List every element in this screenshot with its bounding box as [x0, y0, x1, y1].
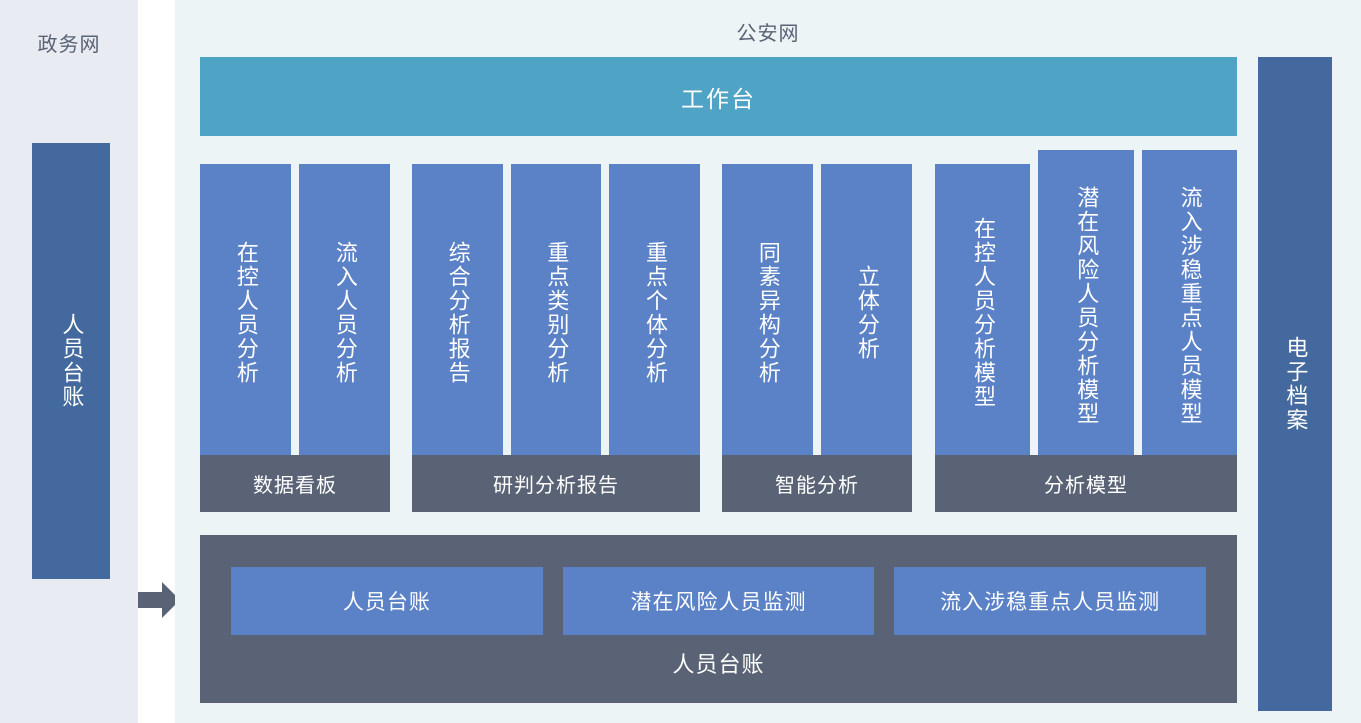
module-card-label: 潜在风险人员分析模型 — [1074, 185, 1100, 426]
module-card-label: 在控人员分析模型 — [970, 216, 996, 409]
module-group-bar-label: 智能分析 — [775, 475, 859, 497]
module-group-cards: 在控人员分析 流入人员分析 — [200, 150, 390, 461]
module-group-bar-label: 研判分析报告 — [493, 475, 619, 497]
main-zone-title: 公安网 — [736, 23, 800, 45]
monitoring-button[interactable]: 潜在风险人员监测 — [562, 567, 875, 635]
left-zone-government-network: 政务网 人员台账 — [0, 0, 138, 723]
module-card[interactable]: 重点个体分析 — [609, 164, 701, 461]
module-card[interactable]: 同素异构分析 — [722, 164, 813, 461]
module-card[interactable]: 综合分析报告 — [412, 164, 503, 461]
module-card[interactable]: 潜在风险人员分析模型 — [1038, 150, 1134, 461]
personnel-ledger-panel-label: 人员台账 — [59, 313, 85, 409]
module-card[interactable]: 重点类别分析 — [510, 164, 602, 461]
module-card-label: 流入涉稳重点人员模型 — [1177, 185, 1203, 426]
electronic-archive-panel-label: 电子档案 — [1283, 336, 1309, 432]
module-group-bar-label: 数据看板 — [253, 475, 337, 497]
module-card[interactable]: 立体分析 — [821, 164, 912, 461]
module-group: 在控人员分析 流入人员分析数据看板 — [200, 150, 390, 512]
module-groups-row: 在控人员分析 流入人员分析数据看板 综合分析报告 重点类别分析 重点个体分析研判分析报告… — [200, 150, 1237, 512]
module-group: 综合分析报告 重点类别分析 重点个体分析研判分析报告 — [412, 150, 701, 512]
workbench-label: 工作台 — [681, 85, 756, 112]
module-card[interactable]: 流入涉稳重点人员模型 — [1141, 150, 1237, 461]
module-card-label: 综合分析报告 — [445, 240, 471, 385]
personnel-ledger-panel[interactable]: 人员台账 — [32, 143, 110, 579]
module-card[interactable]: 在控人员分析模型 — [935, 164, 1031, 461]
module-group-bar[interactable]: 研判分析报告 — [412, 455, 700, 512]
module-group: 同素异构分析 立体分析智能分析 — [722, 150, 912, 512]
module-card[interactable]: 在控人员分析 — [200, 164, 291, 461]
workbench-bar[interactable]: 工作台 — [200, 57, 1237, 136]
module-card-label: 立体分析 — [854, 264, 880, 361]
arrow-right-icon — [138, 582, 180, 618]
monitoring-button[interactable]: 流入涉稳重点人员监测 — [894, 567, 1207, 635]
module-group-bar[interactable]: 数据看板 — [200, 455, 390, 512]
module-group-cards: 在控人员分析模型 潜在风险人员分析模型 流入涉稳重点人员模型 — [935, 150, 1237, 461]
module-group-bar[interactable]: 分析模型 — [935, 455, 1237, 512]
monitoring-button[interactable]: 人员台账 — [231, 567, 543, 635]
module-group: 在控人员分析模型 潜在风险人员分析模型 流入涉稳重点人员模型分析模型 — [935, 150, 1237, 512]
module-card-label: 流入人员分析 — [332, 240, 358, 385]
module-card-label: 在控人员分析 — [233, 240, 259, 385]
left-zone-title: 政务网 — [37, 34, 101, 56]
module-card-label: 重点个体分析 — [642, 240, 668, 385]
module-group-cards: 同素异构分析 立体分析 — [722, 150, 912, 461]
module-group-bar-label: 分析模型 — [1044, 475, 1128, 497]
module-group-cards: 综合分析报告 重点类别分析 重点个体分析 — [412, 150, 701, 461]
electronic-archive-panel[interactable]: 电子档案 — [1258, 57, 1332, 711]
module-card-label: 同素异构分析 — [755, 240, 781, 385]
bottom-panel-caption: 人员台账 — [672, 652, 765, 677]
personnel-ledger-bottom-panel: 人员台账潜在风险人员监测流入涉稳重点人员监测 人员台账 — [200, 535, 1237, 703]
module-group-bar[interactable]: 智能分析 — [722, 455, 912, 512]
module-card-label: 重点类别分析 — [544, 240, 570, 385]
monitoring-buttons-row: 人员台账潜在风险人员监测流入涉稳重点人员监测 — [231, 567, 1207, 635]
module-card[interactable]: 流入人员分析 — [299, 164, 390, 461]
